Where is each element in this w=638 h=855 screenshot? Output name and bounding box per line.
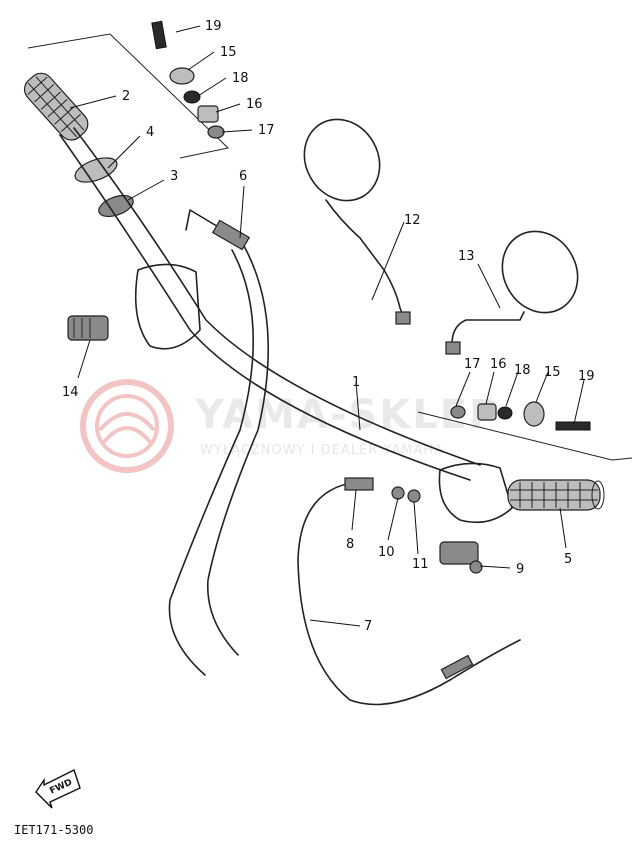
callout-16: 16 <box>246 97 263 112</box>
callout-6: 6 <box>239 169 247 184</box>
collar-16-left <box>197 105 219 123</box>
nut-18-right <box>497 406 513 420</box>
watermark: YAMA-SKLEP WYŁĄCZNOWY I DEALER YAMAHA <box>80 379 500 473</box>
callout-12: 12 <box>404 213 421 228</box>
callout-2: 2 <box>122 89 130 104</box>
left-grip <box>23 72 89 141</box>
callout-8: 8 <box>346 537 354 552</box>
callout-15-right: 15 <box>544 365 561 380</box>
callout-7: 7 <box>364 619 372 634</box>
right-grip <box>507 479 605 511</box>
locknut-10 <box>391 486 405 500</box>
callout-18-right: 18 <box>514 363 531 378</box>
throttle-cable-return <box>206 245 269 656</box>
grip-ring <box>74 157 118 183</box>
callout-15: 15 <box>220 45 237 60</box>
callout-18: 18 <box>232 71 249 86</box>
callout-4: 4 <box>146 125 154 140</box>
bolt-19-right <box>555 421 591 431</box>
nut-17-left <box>207 125 225 139</box>
collar-16-right <box>477 403 497 421</box>
left-switch-housing <box>134 263 201 350</box>
washer-11 <box>407 489 421 503</box>
bolt-19-left <box>151 20 167 50</box>
watermark-brand: YAMA-SKLEP <box>194 392 500 438</box>
callout-10: 10 <box>378 545 395 560</box>
leader-lines <box>69 25 585 627</box>
callout-1: 1 <box>352 375 360 390</box>
right-throttle-housing <box>438 462 513 524</box>
callout-17: 17 <box>258 123 275 138</box>
callout-9: 9 <box>516 562 524 577</box>
callout-19-right: 19 <box>578 369 595 384</box>
callout-5: 5 <box>564 552 572 567</box>
nut-17-right <box>450 405 466 419</box>
callout-13: 13 <box>458 249 475 264</box>
callout-3: 3 <box>170 169 178 184</box>
callout-17-right: 17 <box>464 357 481 372</box>
handlebar <box>59 127 481 481</box>
weight-15-right <box>523 401 545 427</box>
clutch-cable <box>297 481 521 706</box>
switch-14 <box>67 315 109 341</box>
mirror-left <box>303 118 411 325</box>
callout-labels: 19 15 18 16 17 2 4 3 6 12 13 14 1 17 16 … <box>62 19 595 634</box>
mirror-right <box>445 230 579 355</box>
callout-11: 11 <box>412 557 429 572</box>
diagram-code: IET171-5300 <box>14 823 93 837</box>
nut-18-left <box>183 90 201 104</box>
throttle-cable <box>168 249 255 676</box>
handlebar-holder <box>98 194 134 218</box>
callout-14: 14 <box>62 385 79 400</box>
callout-16-right: 16 <box>490 357 507 372</box>
left-group-bracket <box>27 33 230 159</box>
watermark-tagline: WYŁĄCZNOWY I DEALER YAMAHA <box>200 443 444 458</box>
watermark-logo-icon <box>80 379 174 473</box>
watermark-logo-inner-icon <box>95 394 159 458</box>
switch-9 <box>439 541 483 574</box>
right-group-bracket <box>417 411 633 461</box>
fwd-arrow-icon: FWD <box>35 769 81 809</box>
cable-adjuster-8 <box>344 477 374 491</box>
callout-19: 19 <box>205 19 222 34</box>
weight-15-left <box>169 67 195 85</box>
